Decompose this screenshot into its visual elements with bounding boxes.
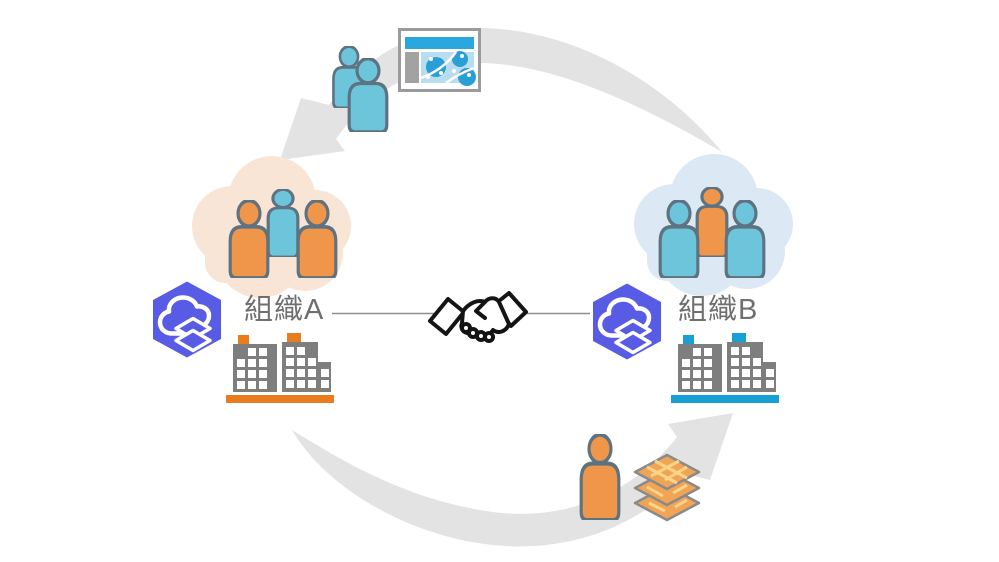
- cycle-arrow-top-icon: [280, 28, 722, 160]
- arcgis-online-hexagon-icon-b: [593, 284, 661, 360]
- org-a-label: 組織A: [244, 294, 325, 326]
- map-app-icon: [398, 28, 481, 92]
- org-b-label: 組織B: [678, 294, 759, 326]
- handshake-icon: [428, 291, 528, 343]
- org-a-buildings-icon: [226, 333, 334, 403]
- map-layers-stack-icon: [633, 453, 701, 522]
- arcgis-online-hexagon-icon-a: [153, 282, 221, 358]
- cycle-arrow-bottom-icon: [292, 413, 733, 547]
- person-icon: [581, 435, 619, 520]
- org-b-buildings-icon: [671, 333, 779, 403]
- cycle-arrows: [280, 28, 733, 547]
